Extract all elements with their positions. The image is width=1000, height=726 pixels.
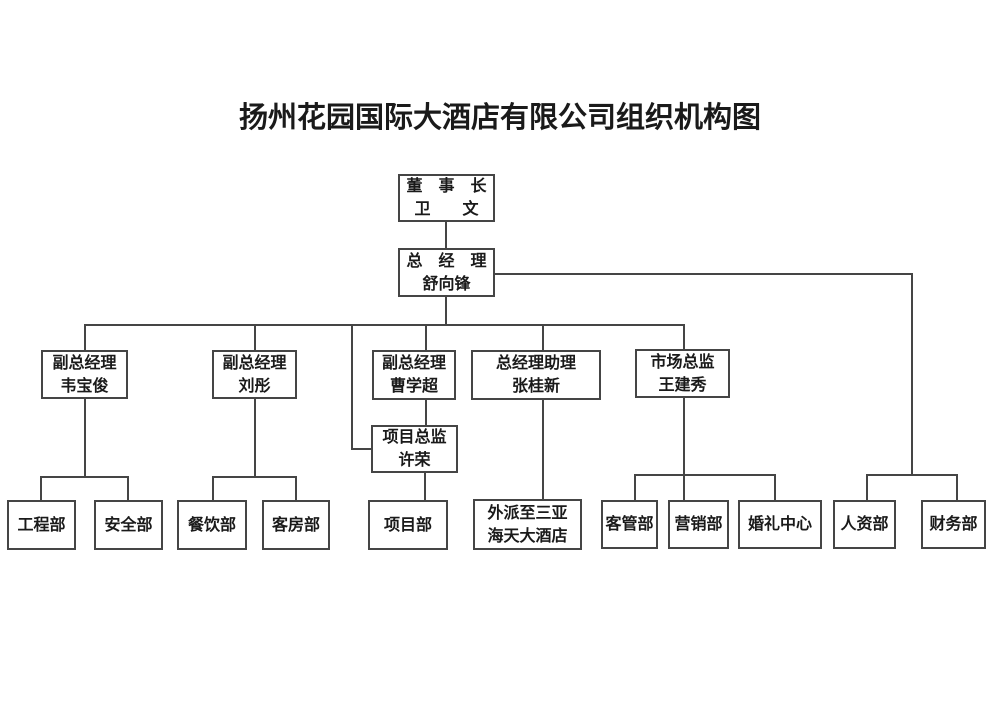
dept-dispatch-sanya-line2: 海天大酒店 xyxy=(487,527,568,545)
node-vice-gm-caoxuechao-name: 曹学超 xyxy=(389,378,438,395)
dept-wedding-center: 婚礼中心 xyxy=(738,500,822,549)
dept-engineering: 工程部 xyxy=(7,500,76,550)
dept-catering-label: 餐饮部 xyxy=(187,516,236,534)
dept-human-resources: 人资部 xyxy=(833,500,896,549)
dept-dispatch-sanya: 外派至三亚 海天大酒店 xyxy=(473,499,582,550)
node-gm-assistant-title: 总经理助理 xyxy=(495,355,576,372)
node-chairman: 董 事 长 卫 文 xyxy=(398,174,495,222)
connector-line xyxy=(683,324,685,349)
node-marketing-director-title: 市场总监 xyxy=(650,353,715,371)
node-vice-gm-weibaojun-name: 韦宝俊 xyxy=(60,377,109,395)
dept-sales: 营销部 xyxy=(668,500,729,549)
node-vice-gm-weibaojun: 副总经理 韦宝俊 xyxy=(41,350,128,399)
connector-line xyxy=(956,474,958,501)
connector-line xyxy=(866,474,868,501)
dept-security: 安全部 xyxy=(94,500,163,550)
dept-guest-management: 客管部 xyxy=(601,500,658,549)
connector-line xyxy=(40,476,42,501)
dept-guest-management-label: 客管部 xyxy=(605,516,654,533)
node-project-director: 项目总监 许荣 xyxy=(371,425,458,473)
dept-dispatch-sanya-line1: 外派至三亚 xyxy=(487,504,568,522)
node-vice-gm-caoxuechao: 副总经理 曹学超 xyxy=(372,350,456,400)
connector-line xyxy=(866,474,958,476)
node-vice-gm-caoxuechao-title: 副总经理 xyxy=(381,355,446,372)
node-vice-gm-liutong-name: 刘彤 xyxy=(238,377,271,395)
node-general-manager-title: 总 经 理 xyxy=(406,252,487,270)
node-vice-gm-liutong: 副总经理 刘彤 xyxy=(212,350,297,399)
connector-line xyxy=(84,324,685,326)
connector-line xyxy=(40,476,129,478)
node-general-manager-name: 舒向锋 xyxy=(422,275,471,293)
connector-line xyxy=(351,448,373,450)
dept-housekeeping-label: 客房部 xyxy=(271,516,320,534)
connector-line xyxy=(254,324,256,350)
node-marketing-director-name: 王建秀 xyxy=(658,376,707,394)
node-general-manager: 总 经 理 舒向锋 xyxy=(398,248,495,297)
connector-line xyxy=(424,473,426,501)
node-project-director-title: 项目总监 xyxy=(382,429,447,446)
node-vice-gm-liutong-title: 副总经理 xyxy=(222,354,287,372)
dept-engineering-label: 工程部 xyxy=(17,516,66,534)
connector-line xyxy=(634,474,776,476)
dept-catering: 餐饮部 xyxy=(177,500,247,550)
chart-title: 扬州花园国际大酒店有限公司组织机构图 xyxy=(238,102,761,134)
dept-sales-label: 营销部 xyxy=(674,516,723,533)
connector-line xyxy=(84,324,86,350)
node-chairman-title: 董 事 长 xyxy=(406,178,487,195)
connector-line xyxy=(212,476,214,501)
node-gm-assistant-name: 张桂新 xyxy=(511,378,560,395)
node-vice-gm-weibaojun-title: 副总经理 xyxy=(52,354,117,372)
connector-line xyxy=(774,474,776,501)
connector-line xyxy=(351,324,353,450)
dept-project-label: 项目部 xyxy=(383,516,432,534)
dept-finance-label: 财务部 xyxy=(929,516,978,533)
dept-human-resources-label: 人资部 xyxy=(840,516,889,533)
connector-line xyxy=(542,400,544,500)
dept-housekeeping: 客房部 xyxy=(262,500,330,550)
connector-line xyxy=(683,398,685,476)
dept-project: 项目部 xyxy=(368,500,448,550)
connector-line xyxy=(634,474,636,501)
node-project-director-name: 许荣 xyxy=(398,452,431,469)
connector-line xyxy=(683,474,685,501)
connector-line xyxy=(495,273,913,275)
connector-line xyxy=(295,476,297,501)
dept-security-label: 安全部 xyxy=(104,516,153,534)
connector-line xyxy=(84,399,86,477)
connector-line xyxy=(542,324,544,350)
connector-line xyxy=(212,476,297,478)
dept-finance: 财务部 xyxy=(921,500,986,549)
connector-line xyxy=(425,324,427,350)
connector-line xyxy=(911,273,913,476)
connector-line xyxy=(425,400,427,426)
node-chairman-name: 卫 文 xyxy=(414,201,479,218)
connector-line xyxy=(254,399,256,477)
node-gm-assistant: 总经理助理 张桂新 xyxy=(471,350,601,400)
connector-line xyxy=(445,297,447,326)
dept-wedding-center-label: 婚礼中心 xyxy=(747,516,812,533)
node-marketing-director: 市场总监 王建秀 xyxy=(635,349,730,398)
connector-line xyxy=(127,476,129,501)
connector-line xyxy=(445,222,447,249)
